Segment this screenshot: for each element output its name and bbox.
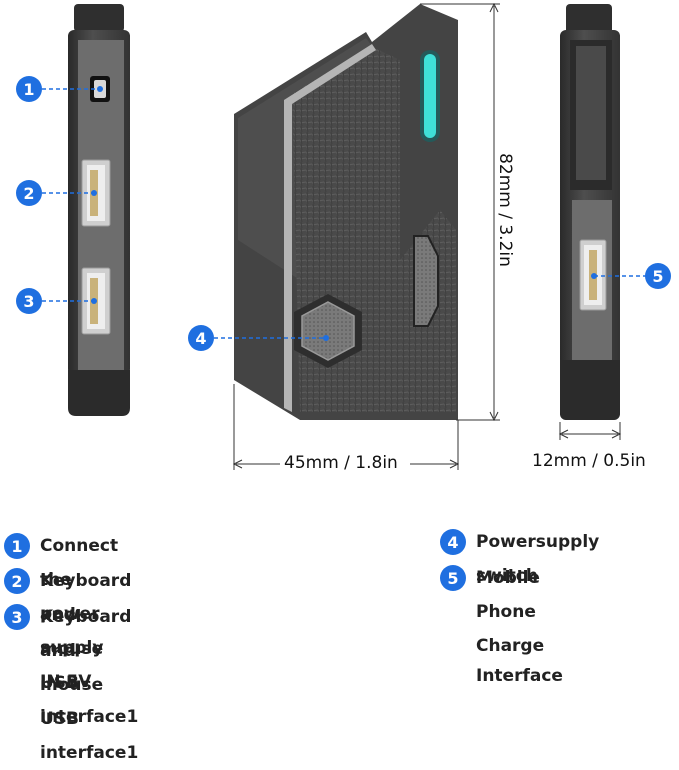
side-vent	[413, 235, 439, 327]
dimension-height-label: 82mm / 3.2in	[495, 153, 515, 267]
svg-text:3: 3	[23, 292, 34, 311]
legend-label: Powersupply switch	[476, 532, 600, 586]
legend-badge: 4	[440, 529, 466, 555]
left-top-cap	[74, 4, 124, 32]
callout-5: 5	[645, 263, 671, 289]
legend-badge: 1	[4, 533, 30, 559]
legend-item-5: 5 Mobile Phone Charge Interface	[440, 565, 563, 693]
callout-1: 1	[16, 76, 42, 102]
svg-text:5: 5	[652, 267, 663, 286]
legend-badge: 3	[4, 604, 30, 630]
left-bottom-cap	[68, 370, 130, 416]
right-side-view	[560, 4, 620, 420]
legend-badge: 5	[440, 565, 466, 591]
callout-2: 2	[16, 180, 42, 206]
svg-text:2: 2	[23, 184, 34, 203]
product-diagram: 1 2 3 4 5	[16, 2, 671, 470]
svg-text:4: 4	[195, 329, 206, 348]
legend-label: Keyboard and mouse USB interface1	[40, 607, 139, 763]
svg-text:1: 1	[23, 80, 34, 99]
dimension-thickness-label: 12mm / 0.5in	[532, 451, 646, 471]
legend-badge: 2	[4, 568, 30, 594]
dimension-thickness	[558, 422, 622, 440]
front-view	[234, 4, 458, 420]
dimension-width	[232, 384, 460, 470]
legend-item-4: 4 Powersupply switch	[440, 529, 599, 593]
callout-4: 4	[188, 325, 214, 351]
legend-item-3: 3 Keyboard and mouse USB interface1	[4, 604, 138, 770]
power-switch-button	[301, 301, 355, 361]
callout-3: 3	[16, 288, 42, 314]
dimension-height	[420, 2, 500, 422]
left-side-view	[68, 4, 130, 416]
dimension-width-label: 45mm / 1.8in	[284, 453, 398, 473]
legend-label: Mobile Phone Charge	[476, 568, 545, 656]
legend-label-line2: Interface	[476, 666, 563, 686]
